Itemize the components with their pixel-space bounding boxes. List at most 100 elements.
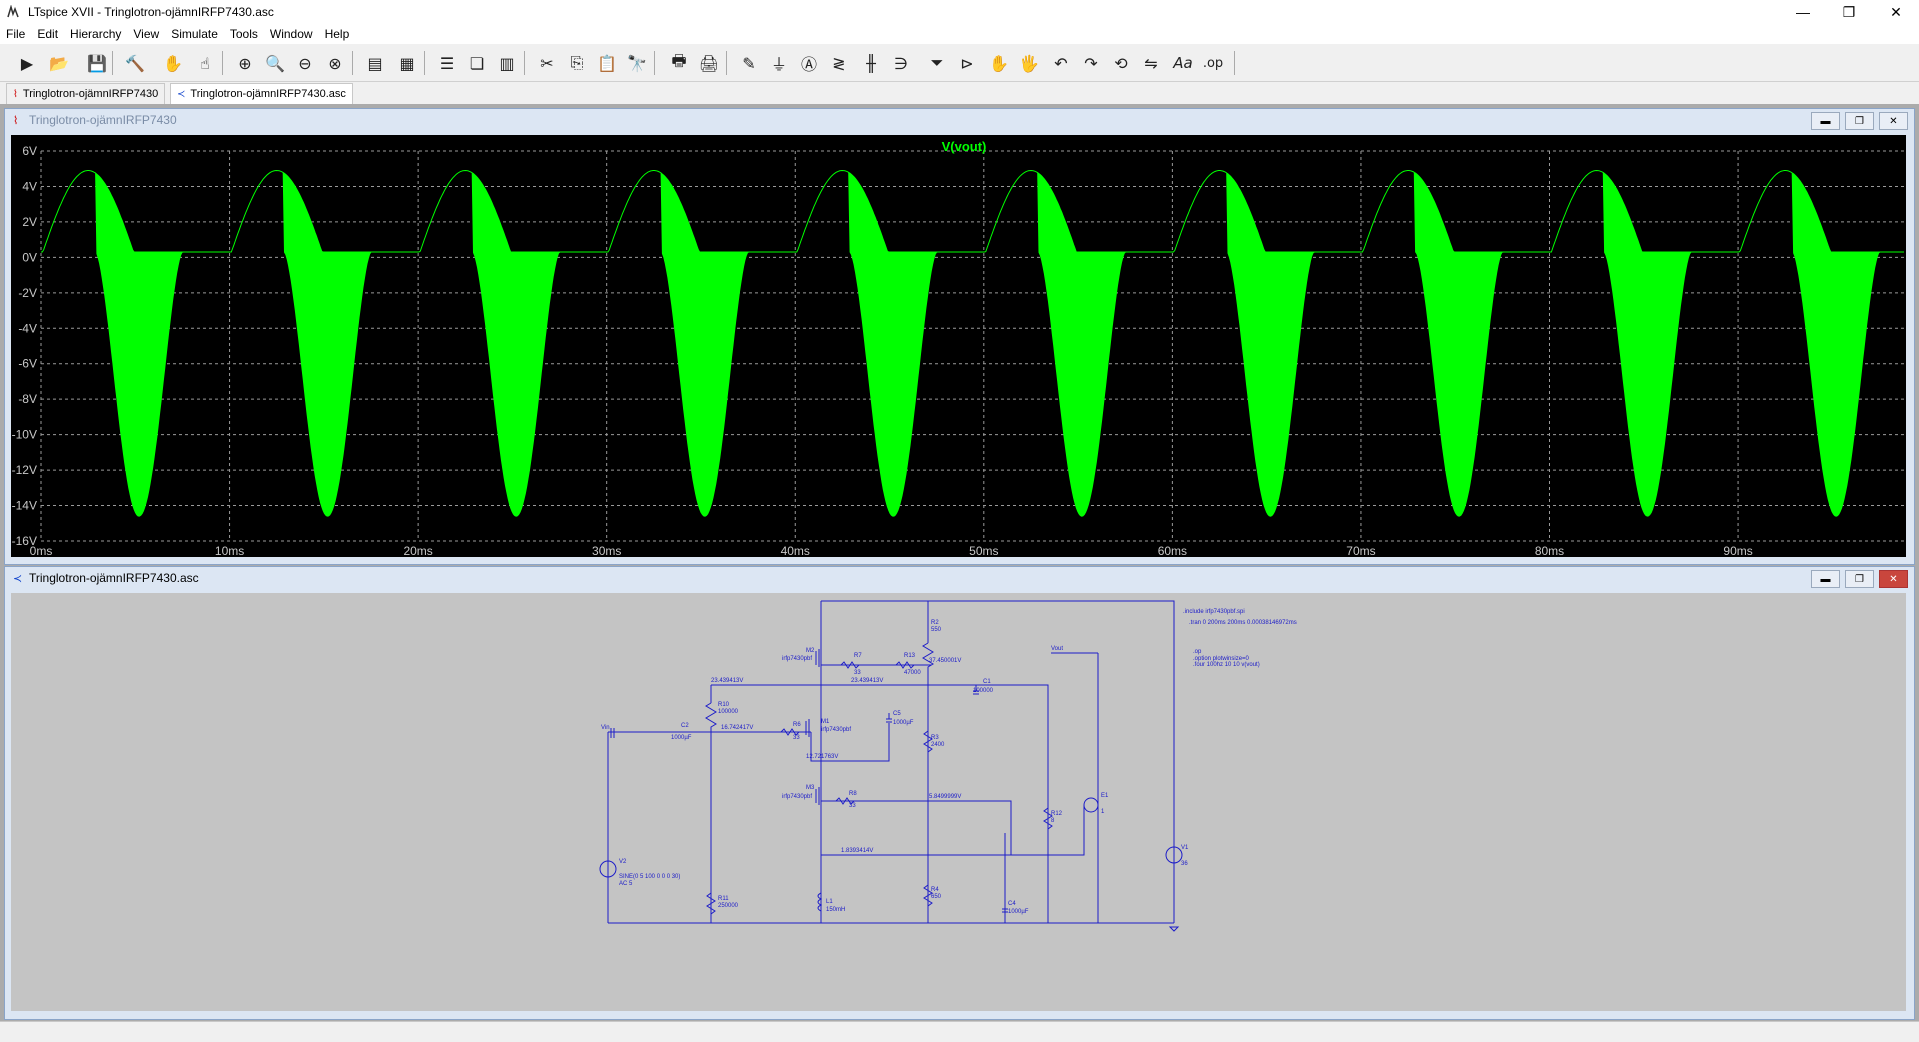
m3-ref: M3 [806,785,815,791]
net-n7: 1.8393414V [841,848,873,854]
waveform-window-title: Tringlotron-ojämnIRFP7430 [29,113,177,127]
find-icon[interactable]: 🔭 [627,53,647,73]
redo-icon[interactable]: ↷ [1084,53,1098,73]
marks-icon[interactable]: ▦ [399,53,415,73]
zoom-fit-icon[interactable]: ⊗ [328,53,342,73]
component-icon[interactable]: ⊳ [960,53,974,73]
c2-value: 1000µF [671,735,692,741]
trace-label[interactable]: V(vout) [942,139,987,154]
cut-icon[interactable]: ✂ [540,53,554,73]
waveform-close-button[interactable]: ✕ [1879,112,1908,130]
x-tick-label: 80ms [1535,544,1564,557]
tab-waveform[interactable]: ⌇ Tringlotron-ojämnIRFP7430 [6,83,166,104]
resistor-icon[interactable]: ≷ [832,53,846,73]
r6-ref: R6 [793,722,801,728]
menu-file[interactable]: File [6,27,26,41]
r3-value: 2400 [931,742,945,748]
directive-tran: .tran 0 200ms 200ms 0.00038146972ms [1189,620,1297,626]
diode-icon[interactable]: ⏷ [930,53,944,72]
schematic-window-title: Tringlotron-ojämnIRFP7430.asc [29,571,199,585]
autorange-icon[interactable]: ▤ [367,53,383,73]
zoom-out-icon[interactable]: ⊖ [298,53,312,73]
ltspice-app-icon [7,5,19,18]
y-tick-label: -14V [12,499,37,513]
r12-ref: R12 [1051,811,1063,817]
c5-value: 1000µF [893,720,914,726]
capacitor-icon[interactable]: ╫ [866,53,876,73]
halt-icon[interactable]: ✋ [163,53,183,73]
y-tick-label: 4V [22,179,37,193]
v2-value: SINE(0 5 100 0 0 0 30) [619,874,680,880]
print-icon[interactable]: 🖶 [671,50,687,70]
x-tick-label: 40ms [781,544,810,557]
save-icon[interactable]: 💾 [87,53,107,73]
spice-directive-icon[interactable]: .op [1202,55,1224,71]
directive-option: .option plotwinsize=0 [1193,656,1250,662]
pan-icon[interactable]: ☝ [200,53,210,73]
menu-edit[interactable]: Edit [37,27,59,41]
r11-value: 250000 [718,903,739,909]
x-tick-label: 0ms [30,544,53,557]
toolbar: ▶ 📂 💾 🔨 ✋ ☝ ⊕ 🔍 ⊖ ⊗ ▤ ▦ ☰ ❏ ▥ ✂ ⎘ 📋 🔭 🖶 … [0,45,1919,82]
c1-value: 100000 [973,688,994,694]
draw-wire-icon[interactable]: ✎ [742,53,756,73]
print-setup-icon[interactable]: 🖨 [698,53,720,73]
y-tick-label: -4V [18,321,37,335]
r3-ref: R3 [931,735,939,741]
zoom-area-icon[interactable]: 🔍 [265,53,285,73]
tile-horizontal-icon[interactable]: ☰ [439,53,455,73]
menu-help[interactable]: Help [324,27,350,41]
rotate-icon[interactable]: ⟲ [1114,53,1128,73]
schematic-window: ≺ Tringlotron-ojämnIRFP7430.asc ▬ ❐ ✕ [4,566,1915,1020]
r10-ref: R10 [718,702,730,708]
inductor-icon[interactable]: ∋ [894,53,908,73]
menu-simulate[interactable]: Simulate [171,27,218,41]
control-panel-icon[interactable]: 🔨 [125,53,145,73]
menu-tools[interactable]: Tools [229,27,258,41]
maximize-button[interactable]: ❐ [1842,3,1856,20]
status-bar [0,1021,1919,1042]
tab-schematic[interactable]: ≺ Tringlotron-ojämnIRFP7430.asc [170,83,353,104]
schematic-canvas[interactable]: Vin Vout 23.439413V 23.439413V 16.742417… [11,593,1906,1011]
copy-icon[interactable]: ⎘ [570,53,584,72]
waveform-minimize-button[interactable]: ▬ [1811,112,1840,130]
directive-include: .include irfp7430pbf.spi [1183,609,1245,615]
menu-hierarchy[interactable]: Hierarchy [70,27,122,41]
waveform-restore-button[interactable]: ❐ [1845,112,1874,130]
y-tick-label: -6V [18,357,37,371]
menu-view[interactable]: View [133,27,160,41]
window-title: LTspice XVII - Tringlotron-ojämnIRFP7430… [28,5,274,19]
minimize-button[interactable]: — [1796,4,1810,20]
tab-schematic-label: Tringlotron-ojämnIRFP7430.asc [190,88,346,100]
mirror-icon[interactable]: ⇋ [1144,53,1158,73]
zoom-in-icon[interactable]: ⊕ [238,53,252,73]
x-tick-label: 60ms [1158,544,1187,557]
c5-ref: C5 [893,711,901,717]
ground-icon[interactable]: ⏚ [770,55,787,74]
v2-ref: V2 [619,859,627,865]
schematic-restore-button[interactable]: ❐ [1845,570,1874,588]
menu-window[interactable]: Window [269,27,313,41]
cascade-icon[interactable]: ❏ [469,53,485,73]
y-tick-label: -10V [12,428,37,442]
schematic-close-button[interactable]: ✕ [1879,570,1908,588]
tile-vertical-icon[interactable]: ▥ [499,53,515,73]
circuit-diagram[interactable]: Vin Vout 23.439413V 23.439413V 16.742417… [11,593,1906,1011]
text-icon[interactable]: Aa [1173,54,1193,72]
net-n4: 12.721763V [806,754,838,760]
x-tick-label: 20ms [403,544,432,557]
open-icon[interactable]: 📂 [49,53,69,73]
paste-icon[interactable]: 📋 [597,53,617,73]
label-net-icon[interactable]: Ⓐ [800,55,817,74]
move-icon[interactable]: ✋ [989,53,1009,73]
drag-icon[interactable]: 🖐 [1019,53,1039,73]
directive-four: .four 100hz 10 10 v(vout) [1193,662,1260,668]
schematic-minimize-button[interactable]: ▬ [1811,570,1840,588]
close-button[interactable]: ✕ [1890,3,1902,20]
run-icon[interactable]: ▶ [20,53,34,73]
undo-icon[interactable]: ↶ [1054,53,1068,73]
net-n1: 23.439413V [711,678,743,684]
